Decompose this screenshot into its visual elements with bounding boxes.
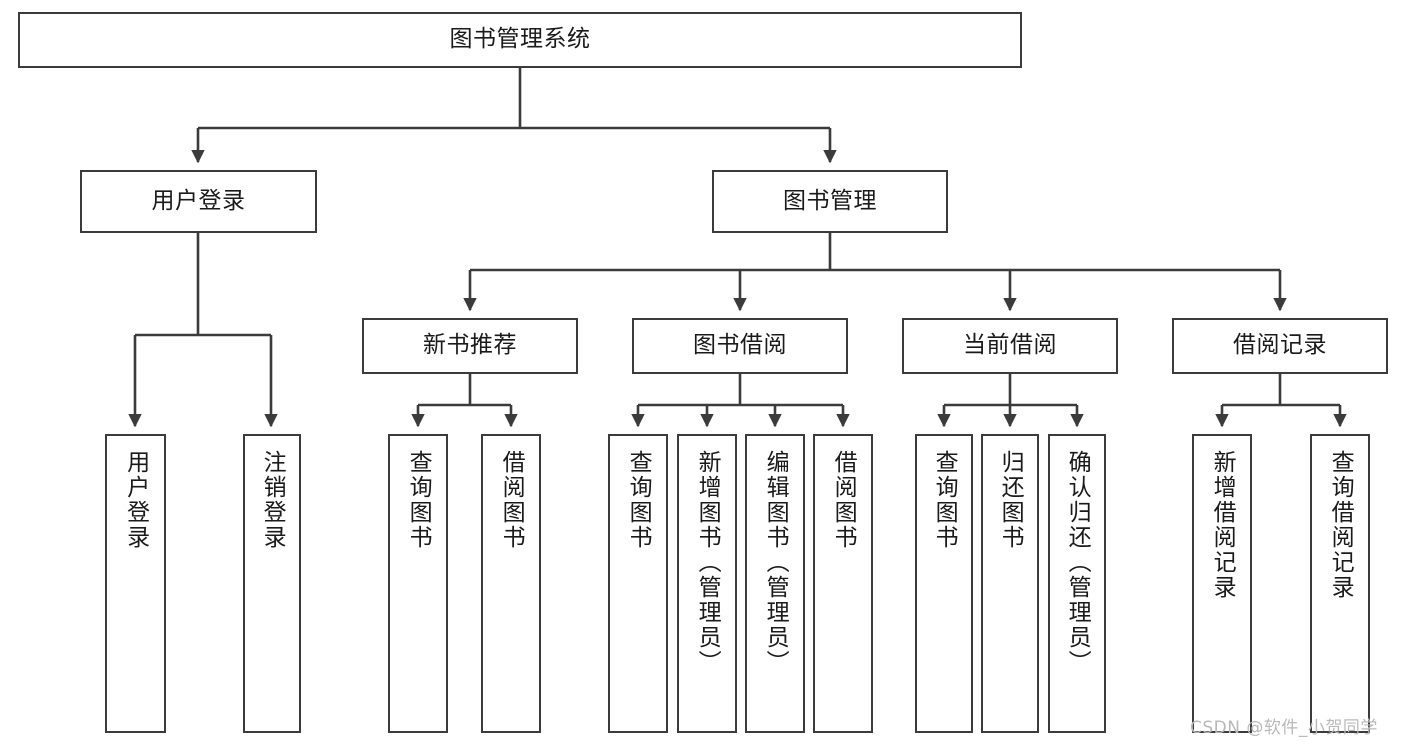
- node-leaf-confirm-return-label: 确认归还（管理员）: [1064, 450, 1091, 675]
- node-leaf-add-book[interactable]: 新增图书（管理员）: [677, 434, 737, 733]
- node-book-borrow-label: 图书借阅: [693, 332, 787, 359]
- node-leaf-query-book-1[interactable]: 查询图书: [388, 434, 448, 733]
- node-current-borrow-label: 当前借阅: [963, 332, 1057, 359]
- node-leaf-query-book-3-label: 查询图书: [931, 450, 958, 550]
- node-root[interactable]: 图书管理系统: [18, 12, 1022, 68]
- node-book-borrow[interactable]: 图书借阅: [632, 318, 848, 374]
- node-borrow-record-label: 借阅记录: [1233, 332, 1327, 359]
- node-user-login-label: 用户登录: [151, 187, 246, 214]
- node-current-borrow[interactable]: 当前借阅: [902, 318, 1118, 374]
- node-leaf-edit-book[interactable]: 编辑图书（管理员）: [745, 434, 805, 733]
- node-user-login[interactable]: 用户登录: [80, 170, 317, 233]
- node-leaf-query-book-2-label: 查询图书: [625, 450, 652, 550]
- node-leaf-edit-book-label: 编辑图书（管理员）: [762, 450, 789, 675]
- node-leaf-return-book-label: 归还图书: [997, 450, 1024, 550]
- node-leaf-add-record[interactable]: 新增借阅记录: [1192, 434, 1252, 733]
- node-leaf-query-record[interactable]: 查询借阅记录: [1310, 434, 1370, 733]
- node-leaf-user-login-label: 用户登录: [122, 450, 149, 550]
- node-leaf-return-book[interactable]: 归还图书: [981, 434, 1039, 733]
- node-leaf-logout-login[interactable]: 注销登录: [243, 434, 301, 733]
- node-borrow-record[interactable]: 借阅记录: [1172, 318, 1388, 374]
- watermark: CSDN @软件_小贺同学: [1190, 718, 1378, 738]
- node-book-manage[interactable]: 图书管理: [712, 170, 948, 233]
- node-leaf-add-record-label: 新增借阅记录: [1209, 450, 1236, 600]
- node-leaf-query-book-2[interactable]: 查询图书: [608, 434, 668, 733]
- node-root-label: 图书管理系统: [449, 26, 591, 53]
- node-leaf-query-book-3[interactable]: 查询图书: [915, 434, 973, 733]
- node-leaf-add-book-label: 新增图书（管理员）: [694, 450, 721, 675]
- node-leaf-borrow-book-1-label: 借阅图书: [498, 450, 525, 550]
- node-new-book-recommend-label: 新书推荐: [423, 332, 517, 359]
- node-book-manage-label: 图书管理: [783, 187, 877, 214]
- node-leaf-borrow-book-2-label: 借阅图书: [830, 450, 857, 550]
- node-new-book-recommend[interactable]: 新书推荐: [362, 318, 578, 374]
- node-leaf-logout-login-label: 注销登录: [259, 450, 286, 550]
- node-leaf-query-record-label: 查询借阅记录: [1327, 450, 1354, 600]
- node-leaf-query-book-1-label: 查询图书: [405, 450, 432, 550]
- node-leaf-borrow-book-2[interactable]: 借阅图书: [813, 434, 873, 733]
- node-leaf-borrow-book-1[interactable]: 借阅图书: [481, 434, 541, 733]
- node-leaf-confirm-return[interactable]: 确认归还（管理员）: [1048, 434, 1106, 733]
- node-leaf-user-login[interactable]: 用户登录: [105, 434, 166, 733]
